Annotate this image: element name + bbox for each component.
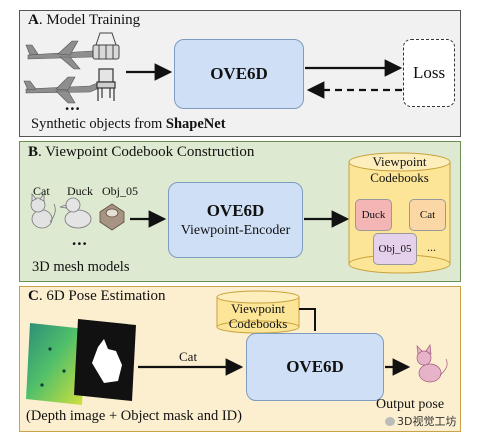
wechat-icon [385,417,395,426]
viewpoint-encoder-label: Viewpoint-Encoder [180,223,291,238]
loss-box: Loss [403,39,455,107]
codebook-title: Viewpoint Codebooks [370,154,429,185]
panel-a-arrows [126,59,403,99]
codebook-card-cat: Cat [409,199,446,231]
chair-icon [96,68,116,101]
ove6d-label: OVE6D [286,357,344,376]
more-objects-ellipsis: ... [65,95,81,114]
codebook-card-duck: Duck [355,199,392,231]
ove6d-encoder-box: OVE6D Viewpoint-Encoder [168,182,303,258]
object-label-duck: Duck [67,184,93,198]
panel-b-title: B. Viewpoint Codebook Construction [28,144,255,160]
duck-mesh-icon [59,197,92,229]
airplane-icon [25,40,105,70]
codebook-ellipsis: ... [427,240,436,254]
panel-model-training: A. Model Training [19,10,461,137]
ove6d-training-box: OVE6D [174,39,304,109]
mask-cat-silhouette [92,339,122,383]
panel-codebook-construction: B. Viewpoint Codebook Construction Cat D… [19,141,461,282]
panel-c-caption: (Depth image + Object mask and ID) [26,408,242,424]
codebook-card-obj05: Obj_05 [373,233,417,265]
panel-b-caption: 3D mesh models [32,259,130,275]
panel-a-caption: Synthetic objects from ShapeNet [31,116,226,132]
panel-pose-estimation: C. 6D Pose Estimation [19,286,461,432]
ove6d-label: OVE6D [210,64,268,83]
output-pose-label: Output pose [376,397,445,412]
basket-icon [92,32,120,60]
loss-label: Loss [412,63,446,82]
shapenet-objects [23,32,120,104]
cat-mesh-icon [30,192,56,229]
panel-a-title: A. Model Training [28,12,141,28]
panel-c-title: C. 6D Pose Estimation [28,288,166,304]
more-meshes-ellipsis: ... [72,230,88,249]
codebook-cylinder-small [216,290,300,334]
object-label-obj05: Obj_05 [102,184,138,198]
watermark: 3D视觉工坊 [385,413,456,429]
obj05-mesh-icon [99,203,125,231]
arrow-label-cat: Cat [179,349,198,364]
ove6d-label: OVE6D [206,201,265,220]
mesh-model-icons [30,192,125,231]
output-pose-cat-icon [416,344,448,383]
panel-c-graphics [26,290,448,405]
codebook-small-label: Viewpoint Codebooks [228,301,288,331]
ove6d-estimation-box: OVE6D [246,333,384,401]
object-label-cat: Cat [33,184,50,198]
airplane-icon [23,76,105,104]
codebook-to-model-line [299,308,316,331]
